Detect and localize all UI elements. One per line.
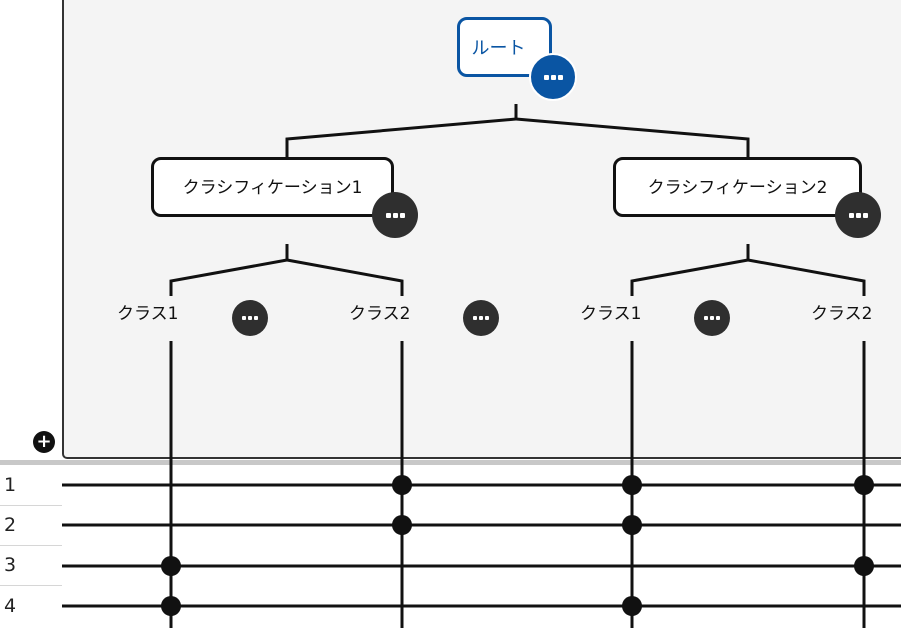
membership-dot[interactable] (622, 596, 642, 616)
class-more-button-3[interactable] (694, 300, 730, 336)
connector-classification-2-to-class-1 (630, 258, 749, 296)
membership-dot[interactable] (161, 596, 181, 616)
class-label-c2-1[interactable]: クラス1 (580, 304, 642, 324)
classification-label: クラシフィケーション1 (182, 177, 363, 198)
membership-matrix (62, 341, 901, 628)
classification-1-more-button[interactable] (372, 192, 418, 238)
class-more-button-2[interactable] (463, 300, 499, 336)
more-horizontal-icon (473, 316, 489, 320)
more-horizontal-icon (543, 74, 563, 80)
membership-dot[interactable] (622, 515, 642, 535)
class-more-button-1[interactable] (232, 300, 268, 336)
classification-label: クラシフィケーション2 (647, 177, 828, 198)
membership-dot[interactable] (392, 475, 412, 495)
classification-2-more-button[interactable] (835, 192, 881, 238)
tree-connectors (169, 104, 866, 296)
membership-dot[interactable] (854, 475, 874, 495)
membership-dot[interactable] (854, 556, 874, 576)
plus-icon: + (36, 431, 52, 452)
row-separator (0, 505, 62, 506)
classification-node-1[interactable]: クラシフィケーション1 (151, 157, 394, 217)
classification-node-2[interactable]: クラシフィケーション2 (613, 157, 862, 217)
membership-dot[interactable] (622, 475, 642, 495)
root-node[interactable]: ルート (457, 17, 552, 77)
more-horizontal-icon (704, 316, 720, 320)
root-node-label: ルート (471, 38, 526, 59)
more-horizontal-icon (848, 212, 868, 218)
membership-dot[interactable] (161, 556, 181, 576)
row-separator (0, 585, 62, 586)
add-row-button[interactable]: + (33, 431, 55, 453)
class-label-c1-1[interactable]: クラス1 (117, 304, 179, 324)
row-label-4: 4 (4, 595, 17, 617)
row-label-2: 2 (4, 514, 17, 536)
row-header-gutter (0, 0, 62, 628)
more-horizontal-icon (242, 316, 258, 320)
connector-root-to-classification-1 (285, 117, 517, 157)
connector-root-to-classification-2 (515, 117, 750, 157)
connector-classification-1-to-class-1 (169, 258, 288, 296)
row-separator (0, 545, 62, 546)
root-more-button[interactable] (529, 53, 577, 101)
row-label-1: 1 (4, 474, 17, 496)
membership-dot[interactable] (392, 515, 412, 535)
class-label-c2-2[interactable]: クラス2 (811, 304, 873, 324)
class-label-c1-2[interactable]: クラス2 (349, 304, 411, 324)
connector-classification-1-to-class-2 (286, 258, 404, 296)
row-label-3: 3 (4, 554, 17, 576)
panel-divider[interactable] (0, 460, 901, 465)
connector-classification-2-to-class-2 (747, 258, 866, 296)
more-horizontal-icon (385, 212, 405, 218)
